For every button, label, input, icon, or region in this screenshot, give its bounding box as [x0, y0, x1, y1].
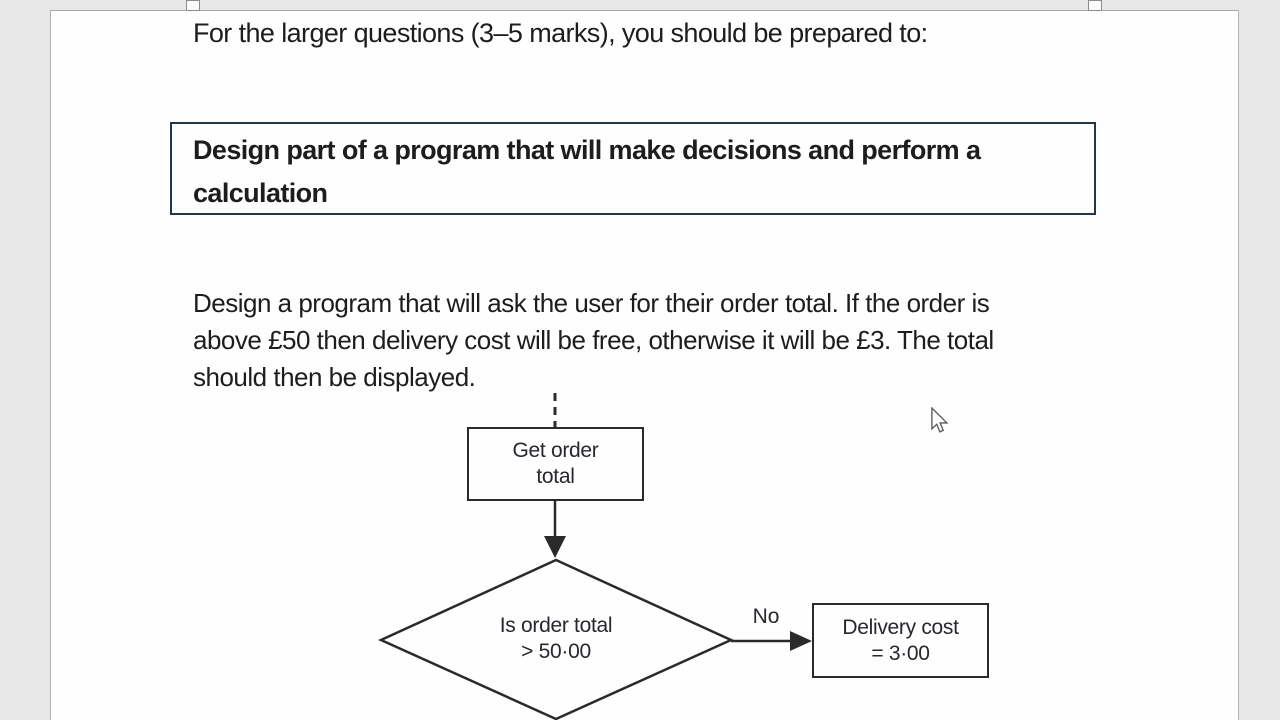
body-paragraph[interactable]: Design a program that will ask the user … [193, 285, 994, 396]
body-line-1: Design a program that will ask the user … [193, 288, 990, 318]
process-delivery-line-2: = 3·00 [871, 641, 930, 665]
process-box-get-order[interactable]: Get order total [467, 427, 644, 501]
heading-box[interactable]: Design part of a program that will make … [170, 122, 1096, 215]
decision-label: Is order total > 50·00 [456, 613, 656, 665]
process-delivery-line-1: Delivery cost [842, 615, 959, 639]
intro-text[interactable]: For the larger questions (3–5 marks), yo… [193, 18, 928, 48]
decision-line-1: Is order total [499, 614, 613, 637]
heading-line-1: Design part of a program that will make … [193, 135, 981, 165]
body-line-3: should then be displayed. [193, 362, 476, 392]
heading-line-2: calculation [193, 178, 328, 208]
resize-handle-left[interactable] [186, 0, 200, 11]
body-line-2: above £50 then delivery cost will be fre… [193, 325, 994, 355]
decision-line-2: > 50·00 [521, 640, 591, 663]
process-box-delivery-cost[interactable]: Delivery cost = 3·00 [812, 603, 989, 678]
process-get-order-line-1: Get order [512, 439, 599, 462]
resize-handle-right[interactable] [1088, 0, 1102, 11]
mouse-cursor-icon [931, 407, 949, 433]
process-get-order-line-2: total [536, 465, 575, 488]
no-branch-label: No [752, 605, 780, 628]
